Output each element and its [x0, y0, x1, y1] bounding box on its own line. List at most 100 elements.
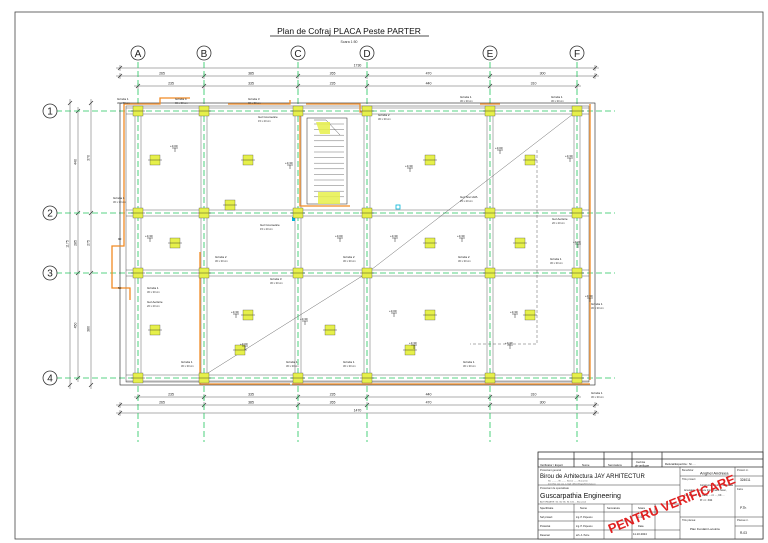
dim-value: 450	[74, 323, 78, 329]
tb-phase: P.Th	[740, 506, 747, 510]
tb-beneficiary-label: Beneficiar	[682, 468, 694, 472]
gol-cosmetice-label: Gol Cosmetice	[260, 223, 280, 227]
tb-designer-label: Proiectant general	[540, 468, 561, 472]
tb-nume-header: Nume	[582, 463, 590, 467]
gol-cosmetice-size: 15 x 20 cm	[260, 227, 273, 231]
tb-semnatura-label: Semnatura	[607, 506, 620, 510]
drawing-scale: Scara 1:50	[341, 40, 358, 44]
level-symbol	[302, 320, 308, 325]
dim-value: 285	[74, 240, 78, 246]
beam-size: 30 x 30 cm	[117, 101, 130, 105]
tb-nume-label: Nume	[580, 506, 587, 510]
dim-tick	[88, 270, 94, 276]
level-symbol	[587, 297, 593, 302]
dim-value: 385	[248, 72, 254, 76]
columns	[131, 105, 584, 384]
tb-data-label: Data	[638, 524, 644, 528]
beam-label: Grinda 1	[550, 257, 562, 261]
beam-label: Grinda 2	[343, 255, 355, 259]
tb-specificatie-label: Specificatie	[540, 506, 554, 510]
beam-size: 30 x 30 cm	[460, 99, 473, 103]
gol-tevi-size: 25 x 20 cm	[460, 199, 473, 203]
dim-value: 300	[540, 401, 546, 405]
level-symbol	[147, 237, 153, 242]
tb-designer-contact: tel. 07xx xxx xxx, e-mail: office@jayarh…	[548, 483, 596, 486]
small-dim: 50	[118, 286, 122, 290]
tb-designer: Birou de Arhitectura JAY ARHITECTUR	[540, 474, 645, 480]
beam-outline	[299, 112, 350, 207]
beam-size: 30 x 30 cm	[286, 364, 299, 368]
dim-tick	[67, 382, 73, 388]
grid-label-2: 2	[47, 209, 53, 220]
gol-aerisire-size: 20 x 20 cm	[147, 304, 160, 308]
grid-bubble-D	[359, 45, 375, 61]
dim-tick	[88, 382, 94, 388]
tb-desenat-label: Desenat	[540, 533, 550, 537]
beam-label: Grinda 1	[591, 302, 603, 306]
gol-aerisire-label: Gol Aerisire	[552, 217, 568, 221]
beam-size: 30 x 30 cm	[591, 306, 604, 310]
dim-value: 335	[248, 393, 254, 397]
level-symbol	[459, 237, 465, 242]
grid-label-D: D	[363, 49, 370, 60]
level-value: +3.00	[170, 144, 178, 148]
level-value: +3.30	[285, 161, 293, 165]
level-value: +3.30	[510, 310, 518, 314]
dim-value: 1730	[354, 64, 362, 68]
level-symbol	[567, 157, 573, 162]
dim-value: 265	[330, 401, 336, 405]
grid-label-1: 1	[47, 107, 53, 118]
tb-project-line: Construire Locuinta Individuala	[700, 484, 733, 487]
tb-specialist: Guscarpathia Engineering	[540, 493, 621, 500]
accent-marker	[292, 217, 295, 221]
level-value: +3.30	[457, 234, 465, 238]
tb-scara-label: Scara	[638, 506, 645, 510]
level-symbol	[497, 149, 503, 154]
dim-value: 1175	[66, 240, 70, 248]
dim-value: 265	[159, 401, 165, 405]
accent-marker	[395, 204, 401, 210]
beam-label: Grinda 1	[113, 196, 125, 200]
level-value: +3.30	[405, 164, 413, 168]
grid-bubble-1	[42, 103, 58, 119]
dim-value: 235	[168, 82, 174, 86]
tb-scara: 1:50	[638, 515, 644, 519]
tb-project-line: Pr. nr.: 3/24	[700, 499, 713, 502]
level-value: +3.30	[505, 341, 513, 345]
tb-semnatura-header: Semnatura	[608, 463, 622, 467]
dim-value: 380	[87, 326, 91, 332]
level-symbol	[392, 237, 398, 242]
dim-value: 440	[426, 82, 432, 86]
level-symbol	[242, 345, 248, 350]
building-outline	[119, 102, 596, 386]
span-diagonal	[199, 272, 368, 379]
level-value: +3.30	[585, 294, 593, 298]
beam-label: Grinda 4	[175, 97, 187, 101]
grid-label-C: C	[294, 49, 301, 60]
beam-size: 30 x 30 cm	[458, 259, 471, 263]
stair-landing	[318, 192, 340, 204]
level-value: +3.00	[240, 342, 248, 346]
beam-label: Grinda 1	[181, 360, 193, 364]
gol-tevi-label: Gol Tevi HVA	[460, 195, 478, 199]
grid-label-4: 4	[47, 374, 53, 385]
grid-label-B: B	[201, 49, 208, 60]
grid-label-A: A	[135, 49, 142, 60]
tb-referat-header: Referat/Expertiza : Nr. ...	[665, 462, 696, 466]
dim-value: 470	[426, 72, 432, 76]
grid-bubble-C	[290, 45, 306, 61]
level-value: +3.30	[300, 317, 308, 321]
beam-size: 30 x 30 cm	[147, 290, 160, 294]
level-value: +3.00	[389, 309, 397, 313]
gol-aerisire-size: 20 x 20 cm	[552, 221, 565, 225]
gol-cosmetice-label: Gol Cosmetice	[258, 115, 278, 119]
level-symbol	[287, 164, 293, 169]
tb-sheet-title: Plan Fundatii Locuinta	[690, 527, 720, 531]
level-value: +3.30	[409, 341, 417, 345]
beam-label: Grinda 2	[215, 255, 227, 259]
grid-bubble-4	[42, 370, 58, 386]
beam-outline	[124, 97, 190, 105]
gol-cosmetice-size: 15 x 20 cm	[258, 119, 271, 123]
